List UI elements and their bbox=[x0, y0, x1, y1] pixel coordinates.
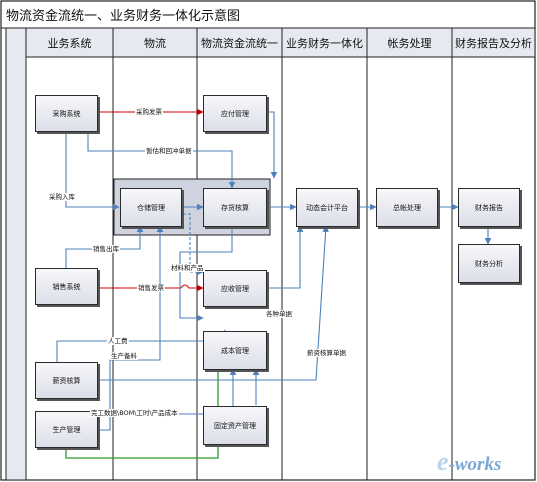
lane-separators bbox=[112, 28, 453, 480]
edge-label-sales-invoice: 销售发票 bbox=[137, 284, 165, 292]
left-strip bbox=[5, 27, 27, 481]
node-general-ledger: 总帐处理 bbox=[376, 188, 438, 227]
node-production-mgmt: 生产管理 bbox=[35, 411, 98, 448]
node-inventory-accounting: 存货核算 bbox=[203, 188, 267, 227]
node-fixed-asset-mgmt: 固定资产管理 bbox=[203, 406, 267, 445]
node-cost-mgmt: 成本管理 bbox=[203, 331, 267, 370]
edge-production-materials bbox=[97, 225, 164, 431]
edge-label-various-documents: 各种单据 bbox=[265, 310, 293, 318]
edge-label-completion-data: 完工数据\BOM\工时\产品成本 bbox=[90, 409, 179, 417]
edge-sales-invoice bbox=[97, 284, 204, 292]
lane-header-business-finance: 业务财务一体化 bbox=[286, 37, 363, 50]
edge-label-purchase-invoice: 采购发票 bbox=[135, 108, 163, 116]
edge-label-purchase-inbound: 采购入库 bbox=[48, 193, 76, 201]
edge-label-materials-products: 材料和产品 bbox=[170, 264, 205, 272]
edge-label-labor-cost: 人工费 bbox=[107, 337, 129, 345]
node-payroll: 薪资核算 bbox=[35, 362, 98, 399]
edge-label-estimate-settlement: 暂估和回冲单据 bbox=[145, 147, 193, 155]
edge-payroll-docs bbox=[97, 225, 329, 381]
node-dynamic-accounting-platform: 动态会计平台 bbox=[296, 188, 358, 227]
edge-various-documents bbox=[266, 225, 304, 289]
edge-label-payroll-docs: 薪资核算单据 bbox=[306, 349, 347, 357]
node-purchase-system: 采购系统 bbox=[35, 95, 98, 132]
lane-header-business-systems: 业务系统 bbox=[47, 37, 92, 50]
lane-header-financial-report: 财务报告及分析 bbox=[455, 37, 532, 50]
connectors bbox=[56, 108, 492, 459]
edge-purchase-inbound bbox=[65, 130, 120, 211]
node-receivable-mgmt: 应收管理 bbox=[203, 270, 267, 307]
lane-header-logistics: 物流 bbox=[144, 37, 166, 50]
edge-label-production-materials: 生产备料 bbox=[110, 352, 138, 360]
edge-inventory-down bbox=[179, 226, 233, 322]
node-sales-system: 销售系统 bbox=[35, 268, 98, 305]
edge-materials-products bbox=[173, 213, 204, 276]
eworks-logo: e-works bbox=[437, 447, 502, 476]
node-warehouse-mgmt: 仓储管理 bbox=[120, 188, 182, 227]
node-payable-mgmt: 应付管理 bbox=[203, 95, 267, 132]
node-financial-report: 财务报告 bbox=[458, 188, 520, 227]
edge-payable-inventory bbox=[266, 111, 278, 179]
lane-header-accounting: 帐务处理 bbox=[387, 37, 432, 50]
edge-labor-cost bbox=[56, 329, 229, 362]
lane-header-logistics-funds: 物流资金流统一 bbox=[201, 37, 278, 50]
node-financial-analysis: 财务分析 bbox=[458, 244, 520, 283]
edge-label-sales-outbound: 销售出库 bbox=[92, 245, 120, 253]
page-title: 物流资金流统一、业务财务一体化示意图 bbox=[6, 9, 241, 24]
lane-header-band bbox=[25, 27, 536, 58]
